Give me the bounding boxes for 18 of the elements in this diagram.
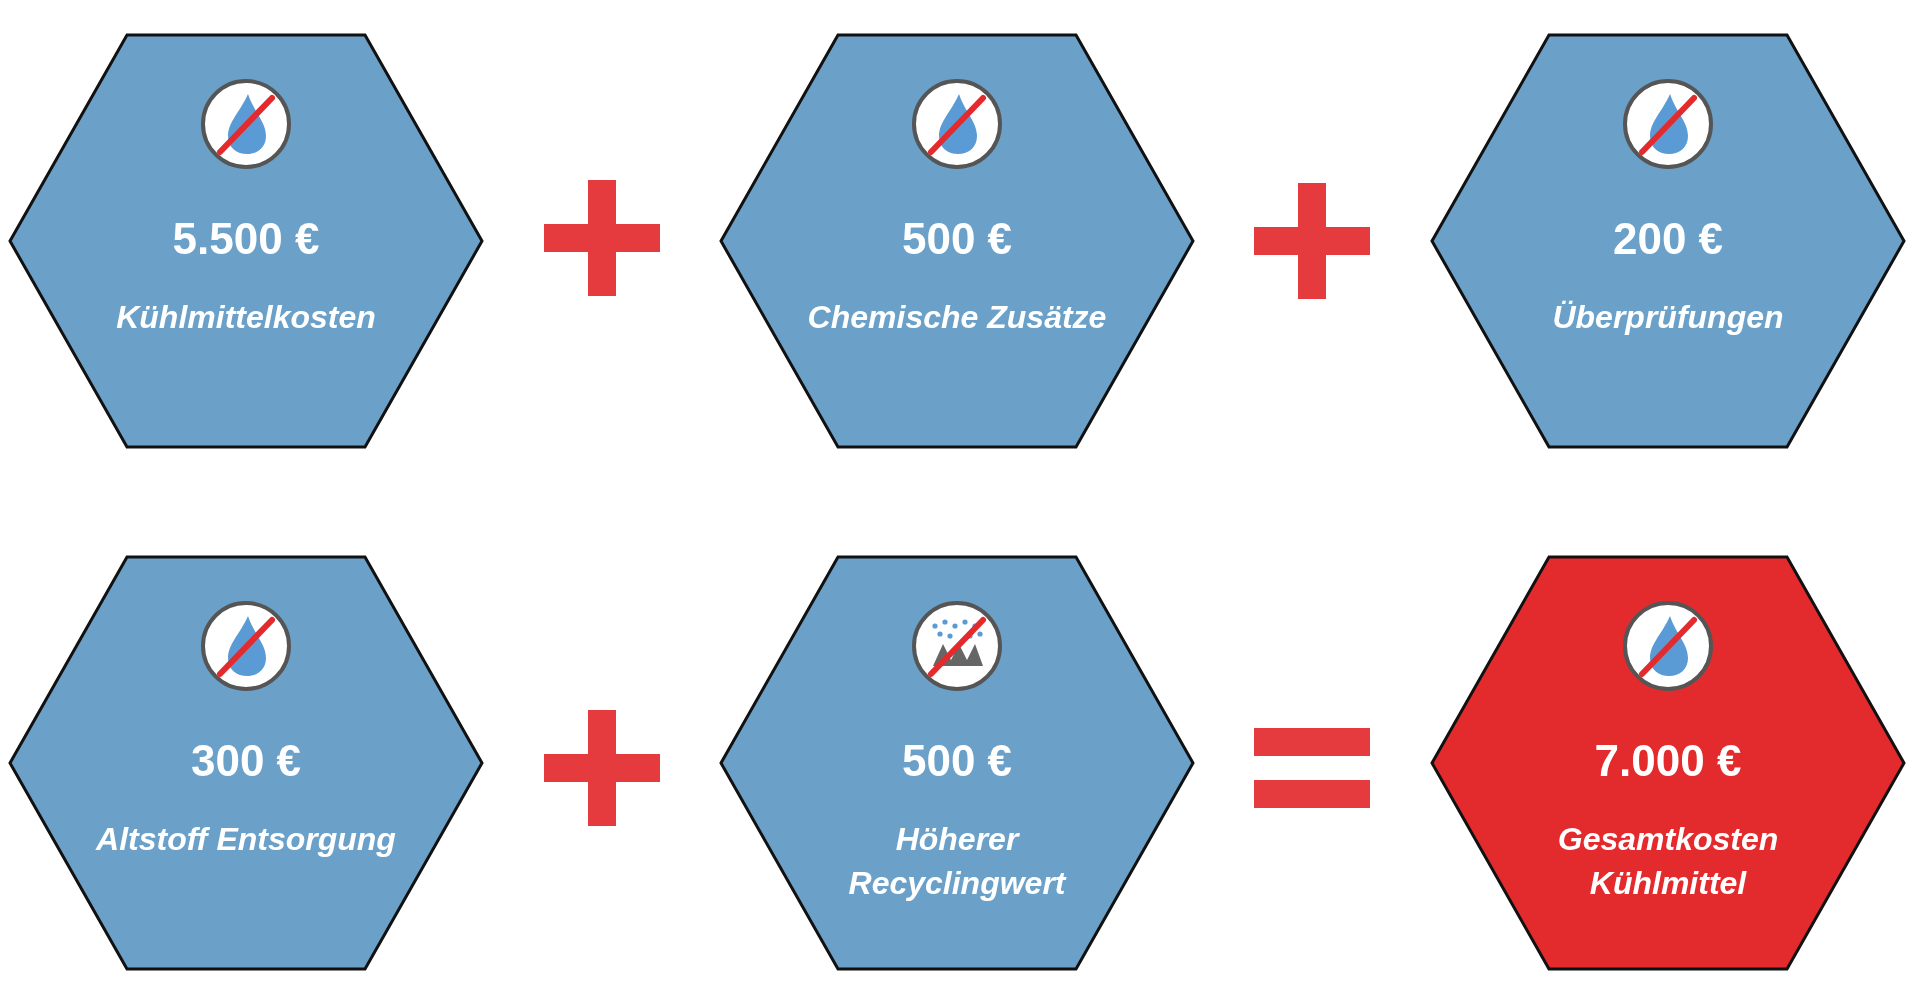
cost-value: 300 € (189, 735, 303, 787)
hexagon (719, 555, 1195, 971)
hexagon (1430, 33, 1906, 449)
hexagon (719, 33, 1195, 449)
cost-label: Überprüfungen (1551, 298, 1785, 337)
hexagon (8, 33, 484, 449)
cost-label: Kühlmittelkosten (115, 298, 377, 337)
cost-label: Chemische Zusätze (807, 298, 1107, 337)
cost-value: 7.000 € (1593, 735, 1743, 787)
cost-label: Altstoff Entsorgung (96, 820, 396, 859)
cost-label: Höherer Recyclingwert (847, 820, 1068, 903)
cost-value: 500 € (900, 735, 1014, 787)
cost-value: 200 € (1611, 213, 1725, 265)
cost-value: 500 € (900, 213, 1014, 265)
cost-label: Gesamtkosten Kühlmittel (1556, 820, 1780, 903)
hexagon (8, 555, 484, 971)
hexagon (1430, 555, 1906, 971)
cost-value: 5.500 € (171, 213, 321, 265)
